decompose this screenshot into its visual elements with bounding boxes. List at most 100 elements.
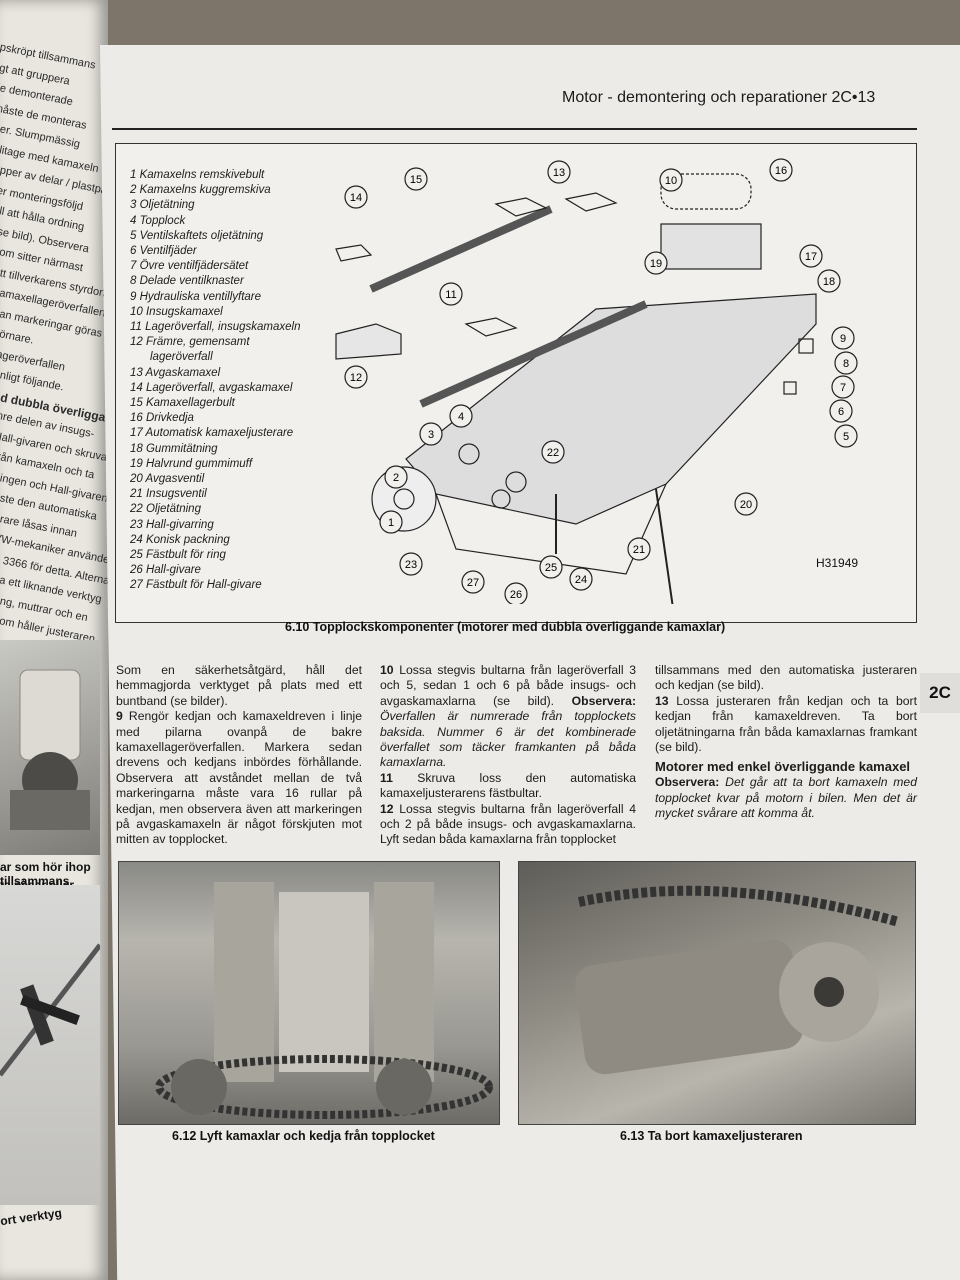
svg-text:19: 19	[650, 258, 662, 270]
chapter-tab: 2C	[920, 673, 960, 713]
svg-text:5: 5	[843, 431, 849, 443]
svg-text:25: 25	[545, 562, 557, 574]
svg-text:18: 18	[823, 276, 835, 288]
svg-text:11: 11	[445, 289, 456, 301]
svg-text:8: 8	[843, 358, 849, 370]
legend-item: 20 Avgasventil	[130, 473, 205, 486]
legend-item: 2 Kamaxelns kuggremskiva	[130, 184, 271, 197]
text-column-3: tillsammans med den automatiska justerar…	[655, 663, 917, 822]
facing-page-tool-photo	[0, 885, 102, 1205]
svg-text:7: 7	[840, 382, 846, 394]
figure-code: H31949	[816, 556, 859, 570]
camshafts-photo-illustration	[155, 882, 493, 1119]
legend-item: 12 Främre, gemensamt	[130, 336, 250, 349]
legend-item: 11 Lageröverfall, insugskamaxeln	[130, 321, 301, 334]
callout-11: 11	[439, 282, 463, 306]
book-page: Motor - demontering och reparationer 2C•…	[100, 45, 960, 1280]
note-label: Observera:	[571, 693, 636, 708]
svg-text:22: 22	[547, 447, 559, 459]
callout-markers: 1234567891011121314151617181920212223242…	[344, 158, 858, 604]
running-head: Motor - demontering och reparationer 2C•…	[562, 89, 876, 106]
callout-8: 8	[834, 351, 858, 375]
callout-14: 14	[344, 185, 368, 209]
svg-text:27: 27	[467, 577, 479, 589]
legend-item: 9 Hydrauliska ventillyftare	[130, 290, 262, 303]
callout-9: 9	[831, 326, 855, 350]
note-text: Det går att ta bort kamaxeln med topploc…	[655, 775, 917, 821]
paragraph: 11 Skruva loss den automatiska kamaxelju…	[380, 771, 636, 802]
paragraph: 12 Lossa stegvis bultarna från lageröver…	[380, 802, 636, 848]
section-heading: Motorer med enkel överliggande kamaxel	[655, 759, 911, 775]
figure-legend: 1 Kamaxelns remskivebult 2 Kamaxelns kugg…	[130, 168, 300, 594]
callout-20: 20	[734, 492, 758, 516]
callout-12: 12	[344, 365, 368, 389]
svg-text:15: 15	[410, 174, 422, 186]
svg-text:20: 20	[740, 499, 752, 511]
step-number: 13	[655, 693, 669, 708]
legend-item: lageröverfall	[150, 351, 213, 364]
legend-item: 19 Halvrund gummimuff	[130, 457, 253, 470]
legend-item: 1 Kamaxelns remskivebult	[130, 169, 265, 181]
callout-10: 10	[659, 168, 683, 192]
note-label: Observera:	[655, 775, 720, 790]
paragraph-text: Lossa justeraren från kedjan och ta bort…	[655, 693, 917, 755]
callout-24: 24	[569, 567, 593, 591]
svg-text:24: 24	[575, 574, 587, 586]
callout-16: 16	[769, 158, 793, 182]
callout-5: 5	[834, 424, 858, 448]
callout-26: 26	[504, 582, 528, 604]
callout-2: 2	[384, 465, 408, 489]
callout-1: 1	[379, 510, 403, 534]
legend-item: 5 Ventilskaftets oljetätning	[130, 229, 264, 242]
tool-illustration	[0, 943, 102, 1077]
legend-item: 13 Avgaskamaxel	[130, 366, 221, 379]
callout-6: 6	[829, 399, 853, 423]
photo-camshafts-lifted	[118, 861, 500, 1125]
callout-13: 13	[547, 160, 571, 184]
paragraph: 10 Lossa stegvis bultarna från lageröver…	[380, 663, 636, 771]
svg-text:4: 4	[458, 411, 464, 423]
step-number: 11	[380, 770, 393, 785]
text-column-1: Som en säkerhetsåtgärd, håll det hemmagj…	[116, 663, 362, 848]
callout-19: 19	[644, 251, 668, 275]
paragraph-text: Rengör kedjan och kamaxeldreven i linje …	[116, 709, 362, 847]
paragraph: 13 Lossa justeraren från kedjan och ta b…	[655, 694, 917, 756]
callout-21: 21	[627, 537, 651, 561]
paragraph-text: Skruva loss den automatiska kamaxeljuste…	[380, 770, 637, 801]
callout-27: 27	[461, 570, 485, 594]
legend-item: 21 Insugsventil	[130, 488, 207, 501]
svg-text:6: 6	[838, 406, 844, 418]
cylinder-head-exploded-diagram: 1234567891011121314151617181920212223242…	[335, 158, 858, 604]
facing-text-line: lageröverfallen	[0, 347, 66, 374]
callout-17: 17	[799, 244, 823, 268]
svg-text:2: 2	[393, 472, 399, 484]
paragraph: Som en säkerhetsåtgärd, håll det hemmagj…	[116, 663, 362, 708]
callout-22: 22	[541, 440, 565, 464]
adjuster-photo-illustration	[575, 885, 901, 1075]
paragraph-text: Lossa stegvis bultarna från lageröverfal…	[380, 663, 637, 708]
step-number: 10	[380, 663, 394, 677]
exploded-diagram-figure: 1 Kamaxelns remskivebult 2 Kamaxelns kugg…	[115, 143, 917, 623]
svg-text:14: 14	[350, 192, 362, 204]
paragraph: Observera: Det går att ta bort kamaxeln …	[655, 775, 917, 821]
facing-text-line: körnare.	[0, 327, 35, 347]
step-number: 9	[116, 709, 123, 724]
svg-text:1: 1	[388, 517, 394, 529]
photo-caption-6-12: 6.12 Lyft kamaxlar och kedja från topplo…	[172, 1129, 435, 1143]
legend-item: 7 Övre ventilfjädersätet	[130, 260, 249, 273]
legend-item: 18 Gummitätning	[130, 442, 218, 455]
svg-text:12: 12	[350, 372, 362, 384]
legend-item: 23 Hall-givarring	[130, 518, 214, 531]
photo-remove-adjuster	[518, 861, 916, 1125]
svg-text:9: 9	[840, 333, 846, 345]
facing-caption-line-1: ar som hör ihop tillsammans	[0, 860, 91, 888]
photo-caption-6-13: 6.13 Ta bort kamaxeljusteraren	[620, 1129, 803, 1143]
svg-text:17: 17	[805, 251, 817, 263]
legend-item: 15 Kamaxellagerbult	[130, 397, 235, 410]
callout-4: 4	[449, 404, 473, 428]
callout-3: 3	[419, 422, 443, 446]
svg-text:13: 13	[553, 167, 565, 179]
legend-item: 27 Fästbult för Hall-givare	[130, 579, 262, 592]
paragraph: tillsammans med den automatiska justerar…	[655, 663, 917, 693]
